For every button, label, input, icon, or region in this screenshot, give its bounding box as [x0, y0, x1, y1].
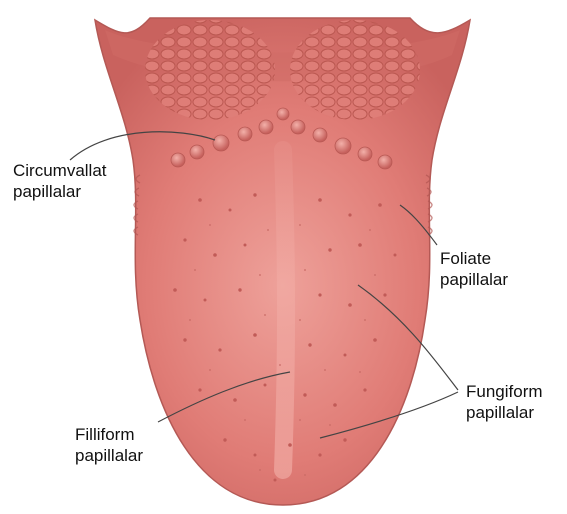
- label-filiform-papillae: Filliform papillalar: [75, 424, 143, 466]
- label-foliate-papillae: Foliate papillalar: [440, 248, 508, 290]
- label-fungiform-papillae: Fungiform papillalar: [466, 381, 543, 423]
- label-circumvallate-papillae: Circumvallat papillalar: [13, 160, 107, 202]
- label-circumvallate-line1: Circumvallat: [13, 160, 107, 181]
- label-foliate-line1: Foliate: [440, 248, 508, 269]
- label-fungiform-line2: papillalar: [466, 402, 543, 423]
- label-circumvallate-line2: papillalar: [13, 181, 107, 202]
- lingual-tonsil-right: [290, 20, 420, 120]
- label-filiform-line1: Filliform: [75, 424, 143, 445]
- label-foliate-line2: papillalar: [440, 269, 508, 290]
- label-fungiform-line1: Fungiform: [466, 381, 543, 402]
- label-filiform-line2: papillalar: [75, 445, 143, 466]
- lingual-tonsil-left: [145, 20, 275, 120]
- median-sulcus: [283, 150, 286, 470]
